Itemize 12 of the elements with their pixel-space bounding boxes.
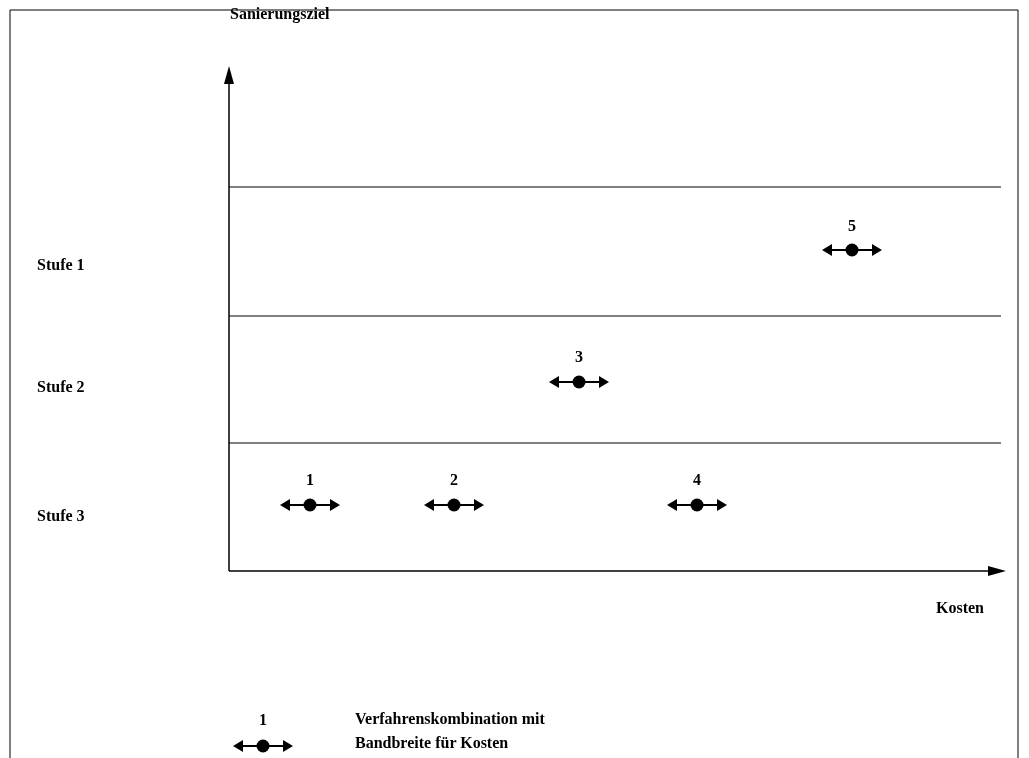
legend-number: 1: [259, 711, 267, 729]
point-number: 5: [848, 217, 856, 235]
axis-title: Sanierungsziel: [230, 5, 330, 23]
row-label: Stufe 2: [37, 378, 85, 396]
point-number: 1: [306, 471, 314, 489]
point-number: 3: [575, 348, 583, 366]
point-number: 2: [450, 471, 458, 489]
legend-text: Verfahrenskombination mit Bandbreite für Kosten: [355, 709, 546, 753]
row-label: Stufe 3: [37, 507, 85, 525]
point-number: 4: [693, 471, 701, 489]
row-label: Stufe 1: [37, 256, 85, 274]
axis-title: Kosten: [936, 599, 984, 617]
